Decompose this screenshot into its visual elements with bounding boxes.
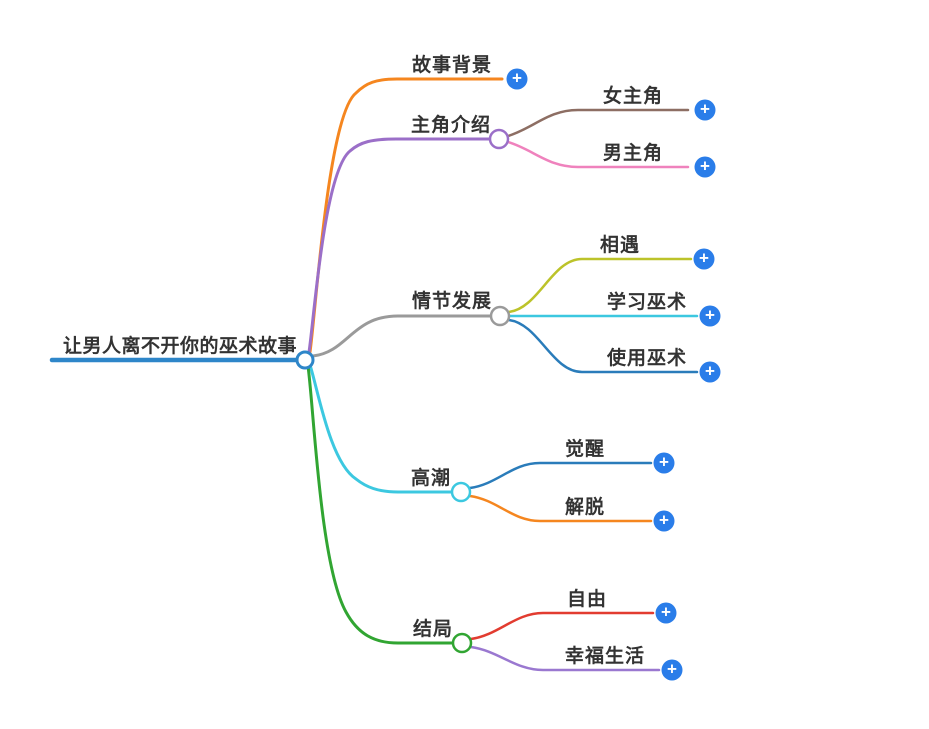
topic-meeting[interactable]: 相遇 (599, 235, 641, 256)
topic-learn-witchcraft[interactable]: 学习巫术 (606, 292, 688, 313)
edge-happy-life (469, 645, 661, 672)
plus-icon: + (699, 248, 709, 268)
collapse-node-climax[interactable] (450, 481, 472, 503)
edge-protagonists (307, 137, 492, 354)
plus-icon: + (661, 602, 671, 622)
edge-freedom (469, 611, 655, 641)
edge-use-witchcraft (507, 318, 699, 374)
edge-hero (506, 140, 690, 169)
topic-happy-life[interactable]: 幸福生活 (564, 646, 646, 667)
topic-story-background[interactable]: 故事背景 (411, 55, 493, 76)
collapse-node-root[interactable] (295, 350, 315, 370)
add-child-button-happy-life[interactable]: + (661, 659, 683, 681)
add-child-button-use-witchcraft[interactable]: + (699, 361, 721, 383)
edge-liberation (468, 494, 653, 523)
add-child-button-hero[interactable]: + (694, 156, 716, 178)
collapse-node-ending[interactable] (451, 632, 473, 654)
add-child-button-story-background[interactable]: + (506, 68, 528, 90)
plus-icon: + (512, 68, 522, 88)
add-child-button-awakening[interactable]: + (653, 452, 675, 474)
topic-use-witchcraft[interactable]: 使用巫术 (606, 348, 688, 369)
topic-plot[interactable]: 情节发展 (411, 291, 493, 312)
topic-ending[interactable]: 结局 (412, 619, 454, 640)
edge-plot (311, 314, 493, 358)
edge-climax (308, 363, 454, 494)
topic-hero[interactable]: 男主角 (602, 143, 664, 164)
add-child-button-liberation[interactable]: + (653, 510, 675, 532)
plus-icon: + (659, 510, 669, 530)
edge-ending (306, 364, 455, 645)
plus-icon: + (705, 305, 715, 325)
plus-icon: + (705, 361, 715, 381)
plus-icon: + (667, 659, 677, 679)
plus-icon: + (659, 452, 669, 472)
edge-awakening (468, 461, 653, 490)
add-child-button-heroine[interactable]: + (694, 99, 716, 121)
topic-protagonists[interactable]: 主角介绍 (410, 115, 492, 136)
topic-root[interactable]: 让男人离不开你的巫术故事 (62, 336, 298, 357)
topic-climax[interactable]: 高潮 (410, 468, 452, 489)
plus-icon: + (700, 99, 710, 119)
plus-icon: + (700, 156, 710, 176)
topic-heroine[interactable]: 女主角 (602, 86, 664, 107)
topic-freedom[interactable]: 自由 (566, 589, 608, 610)
topic-awakening[interactable]: 觉醒 (564, 439, 606, 460)
topic-liberation[interactable]: 解脱 (564, 497, 606, 518)
edge-meeting (507, 257, 693, 314)
add-child-button-freedom[interactable]: + (655, 602, 677, 624)
collapse-node-plot[interactable] (489, 305, 511, 327)
add-child-button-learn-witchcraft[interactable]: + (699, 305, 721, 327)
collapse-node-protagonists[interactable] (488, 128, 510, 150)
add-child-button-meeting[interactable]: + (693, 248, 715, 270)
edge-heroine (506, 108, 690, 138)
